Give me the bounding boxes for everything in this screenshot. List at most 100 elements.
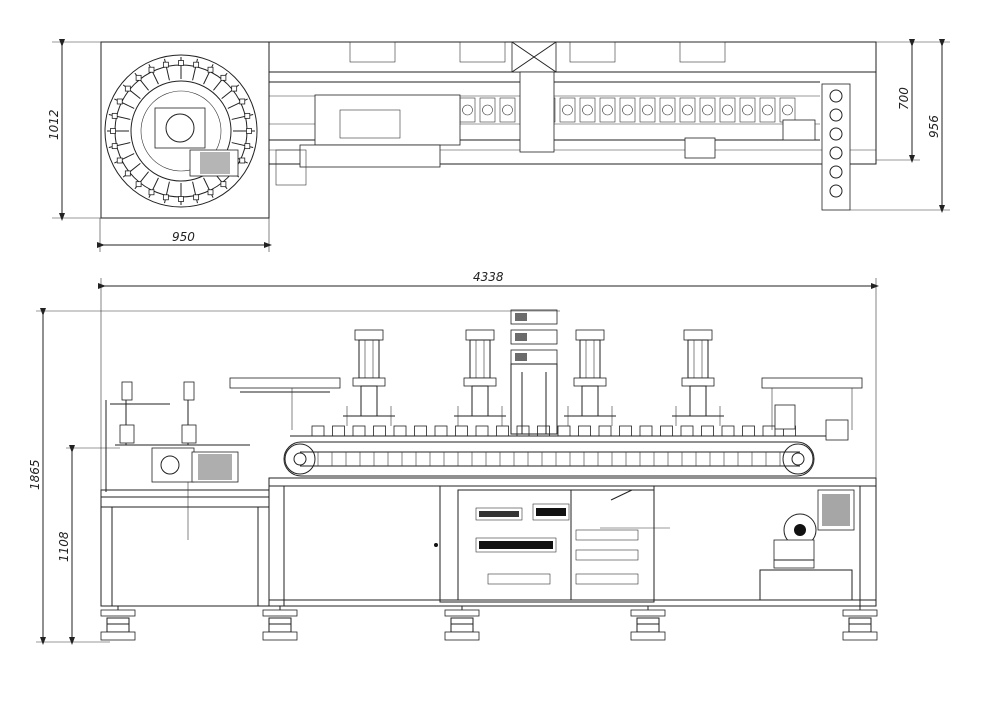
front-pallet — [373, 425, 386, 437]
front-pallet — [557, 425, 571, 437]
station-head — [465, 329, 495, 341]
plan-pallet-hole — [562, 104, 573, 116]
station-cylinder — [579, 339, 601, 379]
plan-pallet — [739, 97, 756, 123]
plan-pallet — [579, 97, 596, 123]
front-pallet — [393, 425, 407, 437]
foot-plate — [262, 609, 298, 617]
plan-pallet-hole — [762, 104, 773, 116]
front-pallet — [660, 425, 673, 437]
front-pallet — [721, 425, 735, 437]
dial-nest — [207, 66, 214, 73]
plan-pallet-hole — [642, 104, 653, 116]
station-head — [575, 329, 605, 341]
plan-pallet — [619, 97, 636, 123]
foot-plate — [444, 609, 480, 617]
station-head — [354, 329, 384, 341]
dim-inner-depth: 700 — [897, 87, 911, 110]
station-plate — [352, 377, 386, 387]
front-pallet — [742, 425, 755, 437]
plan-pallet-hole — [462, 104, 473, 116]
station-head — [683, 329, 713, 341]
station-tool — [471, 385, 489, 417]
plan-pallet-hole — [742, 104, 753, 116]
dial-motor — [154, 107, 206, 149]
dial-nest — [162, 194, 169, 201]
station-cylinder — [687, 339, 709, 379]
front-pallet — [475, 425, 489, 437]
station-plate — [463, 377, 497, 387]
dial-nest — [239, 98, 246, 105]
unloader-hole — [829, 108, 843, 122]
unloader-hole — [829, 184, 843, 198]
plan-pallet-hole — [722, 104, 733, 116]
foot-plate — [100, 609, 136, 617]
front-dimensions: 4338 1865 1108 — [28, 270, 879, 645]
front-pallet — [311, 425, 325, 437]
dial-nest — [207, 189, 214, 196]
unloader-hole — [829, 127, 843, 141]
plan-pallet — [679, 97, 696, 123]
dial-nest — [193, 61, 200, 68]
dial-nest — [148, 66, 155, 73]
dim-plan-width: 950 — [172, 230, 195, 244]
plan-pallet — [559, 97, 576, 123]
foot-base — [100, 631, 136, 641]
dial-nest — [231, 85, 238, 92]
dial-nest — [111, 112, 118, 119]
foot-body — [106, 617, 130, 633]
foot-base — [262, 631, 298, 641]
front-pallet — [680, 425, 694, 437]
front-pallet — [496, 425, 509, 437]
work-stations — [343, 329, 724, 426]
front-pallet — [455, 425, 468, 437]
front-pallet — [434, 425, 448, 437]
plan-pallet-hole — [602, 104, 613, 116]
plan-pallet-hole — [502, 104, 513, 116]
dial-nest — [116, 157, 123, 164]
station-cylinder — [358, 339, 380, 379]
front-pallet — [578, 425, 591, 437]
dial-nest — [178, 60, 184, 66]
plan-pallet-hole — [682, 104, 693, 116]
foot-plate — [630, 609, 666, 617]
dial-nest — [193, 194, 200, 201]
foot-body — [450, 617, 474, 633]
conveyor-chain — [283, 441, 815, 477]
plan-pallet-hole — [582, 104, 593, 116]
front-pallet — [332, 425, 345, 437]
station-plate — [573, 377, 607, 387]
dial-nest — [135, 74, 142, 81]
plan-pallet-hole — [782, 104, 793, 116]
station-cylinder — [469, 339, 491, 379]
dial-nest — [124, 170, 131, 177]
front-pallet — [701, 425, 714, 437]
station-plate — [681, 377, 715, 387]
front-pallet-row — [311, 425, 796, 437]
front-pallet — [619, 425, 632, 437]
front-pallet — [352, 425, 366, 437]
plan-pallet-hole — [622, 104, 633, 116]
dim-overall-height: 1865 — [28, 459, 42, 490]
plan-view — [100, 41, 877, 219]
plan-pallet — [699, 97, 716, 123]
dial-nest — [135, 181, 142, 188]
dial-nest — [110, 128, 116, 134]
dial-nest — [116, 98, 123, 105]
plan-pallet-hole — [702, 104, 713, 116]
dial-nest — [111, 143, 118, 150]
plan-pallet-hole — [482, 104, 493, 116]
dim-outer-depth: 956 — [927, 115, 941, 138]
unloader-hole — [829, 89, 843, 103]
dial-nest — [220, 181, 227, 188]
dim-plan-depth: 1012 — [47, 109, 61, 140]
plan-pallet-hole — [662, 104, 673, 116]
dial-nest — [239, 157, 246, 164]
center-tower — [510, 309, 558, 435]
dial-nest — [246, 128, 252, 134]
foot-base — [444, 631, 480, 641]
plan-pallet — [479, 97, 496, 123]
dial-nest — [244, 112, 251, 119]
dial-nest — [178, 196, 184, 202]
foot-body — [636, 617, 660, 633]
